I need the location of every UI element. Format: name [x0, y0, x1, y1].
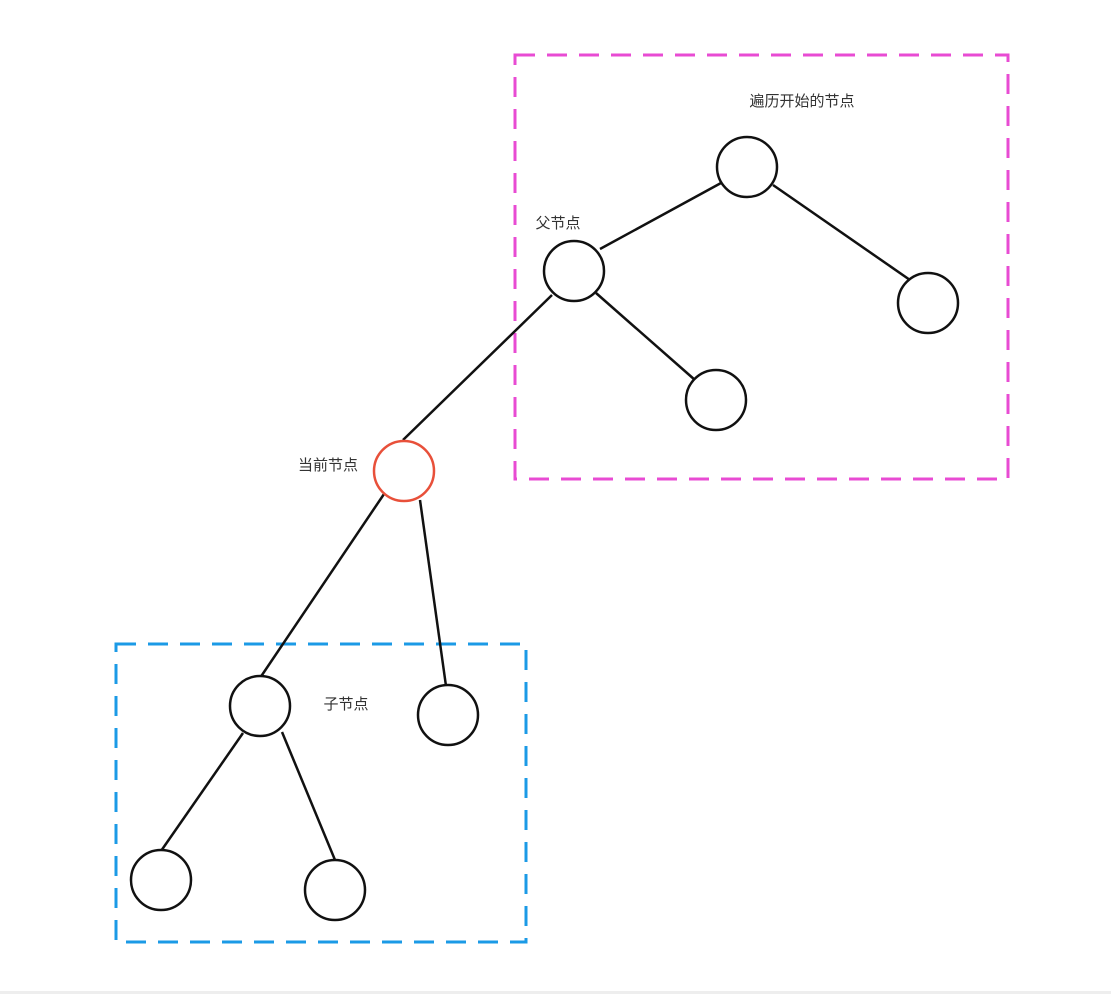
node-leaf-left [129, 848, 193, 912]
node-current [372, 439, 436, 503]
node-parent-right [684, 368, 748, 432]
bottom-divider [0, 991, 1111, 994]
edge-child-leaf-left [159, 732, 245, 852]
edge-root-parent [599, 181, 722, 251]
label-current: 当前节点 [298, 456, 358, 474]
child-group-frame [114, 642, 528, 944]
tree-edges [159, 181, 911, 861]
edge-root-right [772, 183, 911, 282]
edge-parent-current [402, 294, 553, 441]
edge-current-child-left [258, 493, 386, 679]
label-parent: 父节点 [535, 214, 580, 232]
edge-parent-mid [595, 292, 696, 381]
ancestor-group-frame [513, 53, 1010, 481]
label-child: 子节点 [323, 695, 368, 713]
node-child-left [228, 674, 292, 738]
node-root-right [896, 271, 960, 335]
node-traversal-start [715, 135, 779, 199]
node-leaf-right [303, 858, 367, 922]
edge-current-child-right [418, 499, 448, 687]
edge-child-leaf-right [280, 731, 337, 861]
node-child-right [416, 683, 480, 747]
node-parent [542, 239, 606, 303]
tree-nodes [129, 135, 960, 922]
label-traversal-start: 遍历开始的节点 [749, 92, 854, 110]
